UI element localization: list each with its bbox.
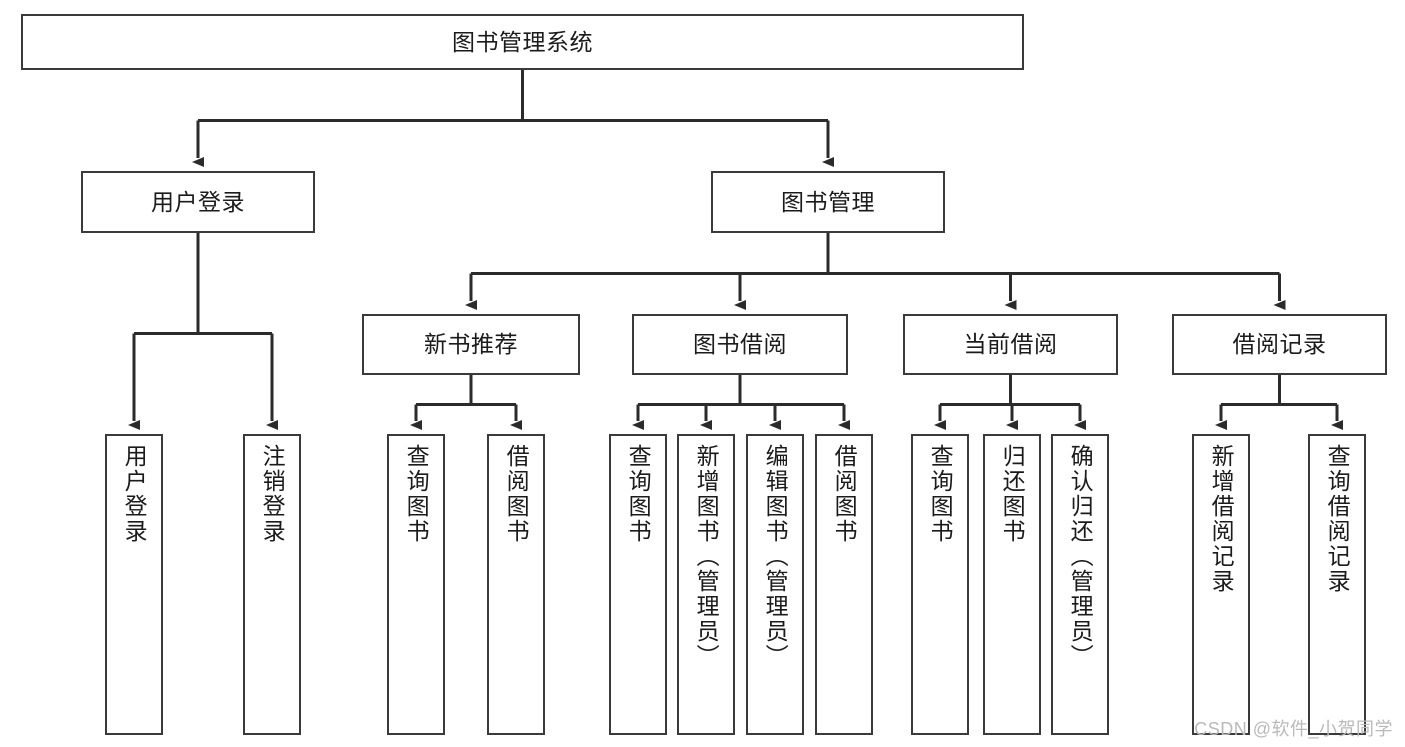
node-root-label: 图书管理系统 [452, 28, 593, 55]
node-book-borrow[interactable]: 图书借阅 [632, 314, 848, 375]
node-leaf-rec-add[interactable]: 新增借阅记录 [1192, 434, 1250, 735]
node-leaf-rec-borrow-label: 借阅图书 [503, 444, 530, 544]
node-leaf-user-logout[interactable]: 注销登录 [243, 434, 301, 735]
node-leaf-cur-query[interactable]: 查询图书 [911, 434, 969, 735]
node-book-manage[interactable]: 图书管理 [711, 171, 945, 233]
node-leaf-cur-confirm-label: 确认归还（管理员） [1067, 444, 1094, 669]
node-leaf-borrow-add-label: 新增图书（管理员） [693, 444, 720, 669]
node-leaf-rec-add-label: 新增借阅记录 [1208, 444, 1235, 594]
node-leaf-rec-query-label: 查询图书 [403, 444, 430, 544]
node-leaf-borrow-lend-label: 借阅图书 [831, 444, 858, 544]
node-leaf-user-login[interactable]: 用户登录 [105, 434, 163, 735]
node-leaf-borrow-edit[interactable]: 编辑图书（管理员） [746, 434, 804, 735]
node-leaf-borrow-query-label: 查询图书 [625, 444, 652, 544]
node-leaf-borrow-add[interactable]: 新增图书（管理员） [677, 434, 735, 735]
node-current-borrow-label: 当前借阅 [963, 331, 1058, 358]
node-user-login-label: 用户登录 [151, 188, 245, 215]
node-leaf-rec-borrow[interactable]: 借阅图书 [487, 434, 545, 735]
node-user-login[interactable]: 用户登录 [81, 171, 315, 233]
node-leaf-user-login-label: 用户登录 [121, 444, 148, 544]
node-book-borrow-label: 图书借阅 [693, 331, 787, 358]
node-current-borrow[interactable]: 当前借阅 [903, 314, 1118, 375]
csdn-watermark: CSDN @软件_小贺同学 [1194, 719, 1393, 739]
node-leaf-cur-return[interactable]: 归还图书 [983, 434, 1041, 735]
node-book-manage-label: 图书管理 [781, 188, 875, 215]
node-leaf-rec-search-label: 查询借阅记录 [1324, 444, 1351, 594]
node-borrow-record-label: 借阅记录 [1232, 331, 1327, 358]
node-new-book-rec-label: 新书推荐 [424, 331, 518, 358]
node-leaf-cur-return-label: 归还图书 [999, 444, 1026, 544]
node-leaf-rec-query[interactable]: 查询图书 [387, 434, 445, 735]
node-leaf-borrow-query[interactable]: 查询图书 [609, 434, 667, 735]
node-root[interactable]: 图书管理系统 [21, 14, 1024, 70]
node-leaf-user-logout-label: 注销登录 [259, 444, 286, 544]
node-leaf-cur-query-label: 查询图书 [927, 444, 954, 544]
node-leaf-borrow-lend[interactable]: 借阅图书 [815, 434, 873, 735]
node-new-book-rec[interactable]: 新书推荐 [362, 314, 580, 375]
node-leaf-borrow-edit-label: 编辑图书（管理员） [762, 444, 789, 669]
node-leaf-cur-confirm[interactable]: 确认归还（管理员） [1051, 434, 1109, 735]
node-borrow-record[interactable]: 借阅记录 [1172, 314, 1387, 375]
node-leaf-rec-search[interactable]: 查询借阅记录 [1308, 434, 1366, 735]
